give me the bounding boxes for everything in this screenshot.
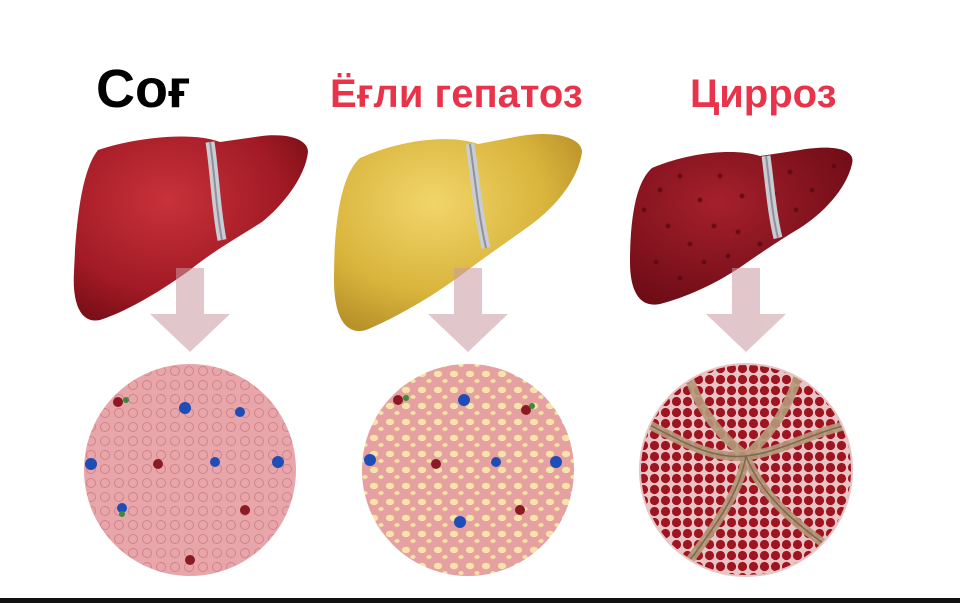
title-fatty-hepatosis: Ёғли гепатоз xyxy=(330,72,583,116)
title-cirrhosis: Цирроз xyxy=(690,72,837,116)
healthy-arrow xyxy=(150,268,230,352)
title-healthy: Соғ xyxy=(96,59,191,119)
fatty-tissue-circle xyxy=(362,364,574,576)
cirrhosis-tissue-circle xyxy=(639,363,853,577)
cirrhosis-arrow xyxy=(706,268,786,352)
healthy-liver xyxy=(73,135,308,321)
bottom-border xyxy=(0,598,960,603)
fatty-liver xyxy=(334,133,582,332)
cirrhosis-liver xyxy=(630,147,853,305)
healthy-tissue-circle xyxy=(84,364,296,576)
fatty-arrow xyxy=(428,268,508,352)
